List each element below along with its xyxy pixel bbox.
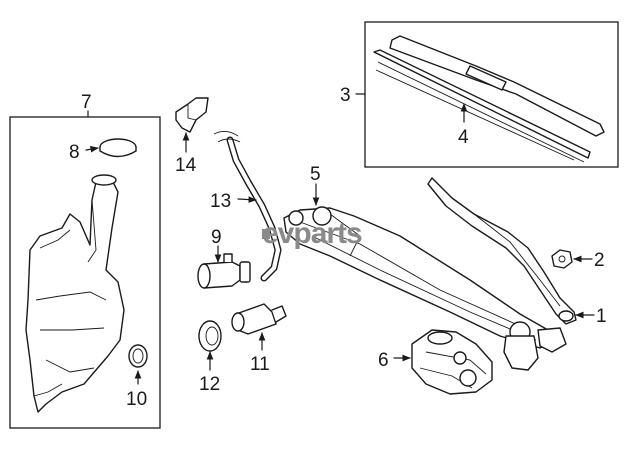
wiper-linkage-group <box>283 183 567 371</box>
watermark: evparts <box>262 217 363 250</box>
callout-11: 11 <box>250 354 270 375</box>
hose-clip-group <box>175 97 209 153</box>
wiper-arm <box>427 177 577 325</box>
arm-nut-group <box>551 249 593 269</box>
seal-group <box>198 320 222 371</box>
hose-clip <box>175 97 209 133</box>
callout-14: 14 <box>175 155 197 176</box>
connector-group <box>231 303 287 351</box>
callout-9: 9 <box>211 227 222 248</box>
callout-12: 12 <box>199 374 220 395</box>
washer-reservoir-group <box>9 110 161 429</box>
callout-8: 8 <box>69 142 80 163</box>
callout-10: 10 <box>126 389 147 410</box>
wiper-motor-group <box>393 329 493 395</box>
wiper-arm-group <box>427 177 595 325</box>
wiper-blade-group <box>355 21 619 168</box>
callout-5: 5 <box>310 164 321 185</box>
washer-hose-group <box>213 131 282 282</box>
callout-2: 2 <box>594 250 605 271</box>
reservoir-frame-box <box>9 116 161 429</box>
watermark-text: evparts <box>262 217 362 250</box>
callout-4: 4 <box>458 127 469 148</box>
callout-6: 6 <box>378 350 389 371</box>
washer-reservoir-tank <box>25 179 125 413</box>
callout-1: 1 <box>596 306 607 327</box>
callout-3: 3 <box>340 85 351 106</box>
wiper-blade-insert <box>373 49 591 159</box>
callout-7: 7 <box>81 92 92 113</box>
arm-nut <box>551 249 573 269</box>
callout-8-arrow <box>85 145 99 153</box>
callout-13: 13 <box>210 191 231 212</box>
pump-grommet <box>128 344 148 368</box>
reservoir-filler-neck <box>91 174 117 186</box>
callout-13-arrow <box>237 196 257 203</box>
washer-pump-group <box>197 245 251 289</box>
